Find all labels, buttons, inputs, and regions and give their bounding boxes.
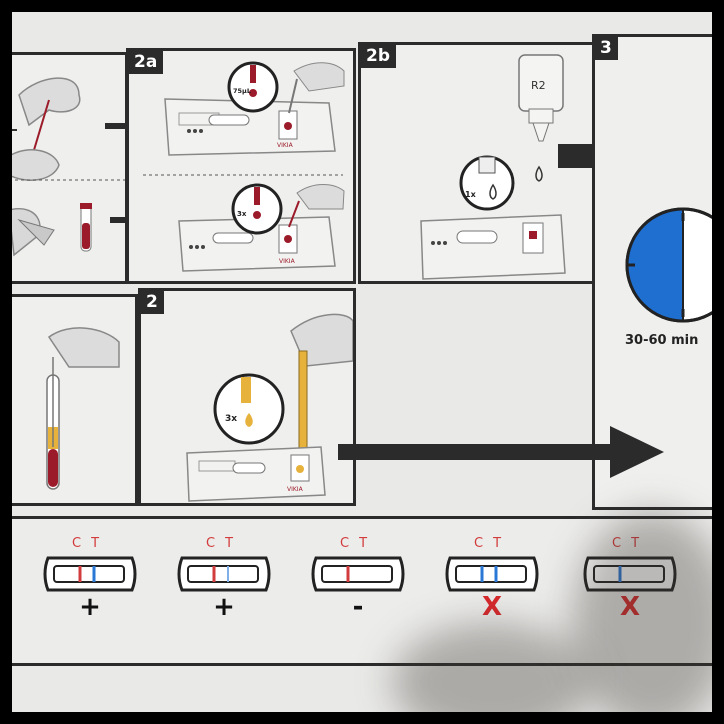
result-symbol: X: [481, 592, 503, 622]
blood-tube-illustration: [46, 327, 120, 490]
step-label-3: 3: [594, 36, 618, 60]
step-label-2a: 2a: [128, 50, 164, 74]
result-symbol: +: [213, 592, 235, 622]
panel-step-2a: 2a VIKIA 75µL VIKIA: [126, 48, 356, 284]
result-positive-1: CT +: [40, 536, 160, 636]
test-cassette: [43, 556, 137, 592]
timer-duration: 30-60 min: [625, 333, 699, 348]
result-symbol: -: [352, 592, 364, 622]
ct-header: CT: [474, 536, 512, 551]
step-label-2b: 2b: [360, 44, 396, 68]
sample-collection-illustration: [12, 77, 125, 257]
photo-shadow: [392, 622, 592, 712]
test-cassette: [177, 556, 271, 592]
step-2a-illustration: VIKIA 75µL VIKIA 3x: [143, 61, 345, 272]
result-negative: CT -: [308, 536, 428, 636]
test-cassette: [311, 556, 405, 592]
ct-header: CT: [612, 536, 650, 551]
arrow-to-step-3-bottom: [338, 426, 664, 478]
result-invalid-2: CT X: [580, 536, 700, 636]
result-invalid-1: CT X: [442, 536, 562, 636]
step-2b-illustration: R2 1x: [420, 54, 566, 280]
photo-shadow: [572, 512, 712, 712]
device-brand-label-2: VIKIA: [287, 486, 304, 493]
drops-label-2b: 1x: [465, 190, 477, 199]
ct-header: CT: [206, 536, 244, 551]
test-cassette: [583, 556, 677, 592]
drops-label-2: 3x: [225, 414, 237, 424]
volume-label-2a: 75µL: [233, 87, 251, 95]
timer-icon: [625, 207, 712, 323]
result-positive-2: CT +: [174, 536, 294, 636]
panel-step1-bottom: [12, 294, 138, 506]
step-2-illustration: 3x VIKIA: [186, 313, 354, 502]
drops-label-2a: 3x: [237, 210, 247, 218]
result-symbol: X: [619, 592, 641, 622]
reagent-label: R2: [531, 79, 546, 92]
device-brand-label-2a-bottom: VIKIA: [279, 258, 296, 265]
device-brand-label-2a-top: VIKIA: [277, 142, 294, 149]
result-symbol: +: [79, 592, 101, 622]
panel-step1-top: [12, 52, 128, 284]
instruction-sheet: 2a VIKIA 75µL VIKIA: [12, 12, 712, 712]
ct-header: CT: [340, 536, 378, 551]
test-cassette: [445, 556, 539, 592]
ct-header: CT: [72, 536, 110, 551]
step-label-2: 2: [140, 290, 164, 314]
panel-step-2: 2 3x VIKIA: [138, 288, 356, 506]
